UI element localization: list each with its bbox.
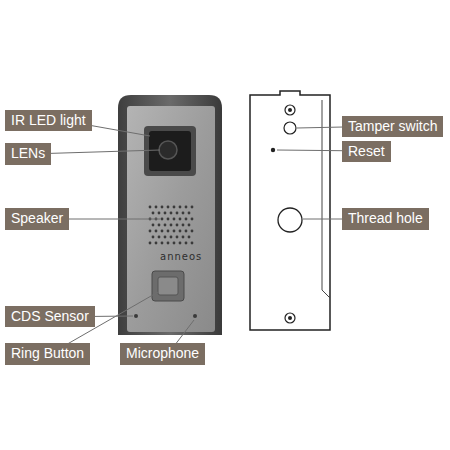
label-box: Speaker bbox=[5, 208, 69, 230]
plate-edge bbox=[322, 100, 323, 290]
label-box: LENs bbox=[5, 143, 51, 165]
reset-hole bbox=[271, 148, 275, 152]
ring-button-face bbox=[158, 277, 178, 295]
thread-hole bbox=[278, 208, 302, 232]
part-label: Reset bbox=[348, 143, 385, 160]
screw bbox=[285, 313, 295, 323]
label-box: CDS Sensor bbox=[5, 306, 95, 327]
label-box: IR LED light bbox=[5, 110, 92, 131]
mic-hole bbox=[193, 314, 197, 318]
lens bbox=[159, 141, 177, 159]
part-label: Tamper switch bbox=[348, 118, 437, 135]
screw bbox=[288, 316, 292, 320]
label-box: Ring Button bbox=[5, 343, 90, 365]
part-label: LENs bbox=[11, 145, 45, 162]
plate-edge bbox=[322, 290, 330, 298]
part-label: Thread hole bbox=[348, 210, 423, 227]
part-label: CDS Sensor bbox=[11, 308, 89, 325]
part-label: Speaker bbox=[11, 210, 63, 227]
front-frame bbox=[118, 95, 222, 335]
screw bbox=[285, 105, 295, 115]
label-box: Thread hole bbox=[342, 208, 429, 230]
camera-window bbox=[144, 126, 196, 176]
label-box: Tamper switch bbox=[342, 116, 443, 137]
part-label: Ring Button bbox=[11, 345, 84, 362]
label-box: Microphone bbox=[120, 343, 205, 365]
cds-hole bbox=[134, 314, 138, 318]
label-box: Reset bbox=[342, 141, 391, 162]
speaker-grille bbox=[149, 206, 194, 245]
back-plate bbox=[250, 91, 330, 330]
brand-text: anneos bbox=[160, 251, 202, 262]
camera-glass bbox=[149, 131, 191, 171]
tamper-switch bbox=[284, 122, 296, 134]
screw bbox=[288, 108, 292, 112]
part-label: Microphone bbox=[126, 345, 199, 362]
ring-button bbox=[152, 271, 184, 301]
part-label: IR LED light bbox=[11, 112, 86, 129]
